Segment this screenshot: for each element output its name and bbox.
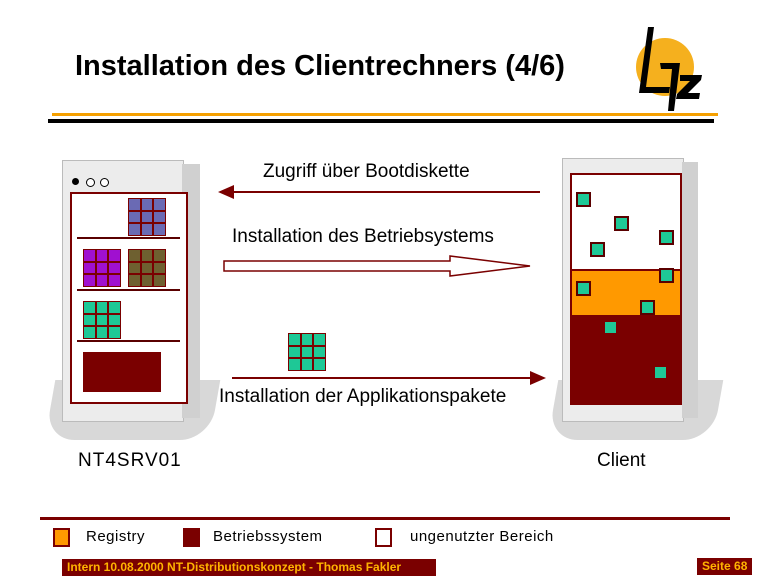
legend-divider [40,517,730,520]
package-square [640,300,655,315]
package-square [590,242,605,257]
legend-swatch-registry [53,528,70,547]
client-label: Client [597,450,646,471]
page-number: Seite 68 [697,558,753,575]
arrow-right-icon [232,371,546,385]
footer-info: Intern 10.08.2000 NT-Distributionskonzep… [62,559,436,576]
arrow-label-os: Installation des Betriebsystems [232,226,494,247]
package-square [614,216,629,231]
arrow-label-apps: Installation der Applikationspakete [219,386,507,407]
slide-title: Installation des Clientrechners (4/6) [75,50,565,82]
hollow-arrow-right-icon [223,255,531,277]
legend-swatch-unused [375,528,392,547]
title-underline-orange [52,113,718,116]
server-label: NT4SRV01 [78,450,182,471]
lrz-logo [630,25,710,115]
legend-swatch-os [183,528,200,547]
package-square [659,230,674,245]
package-green [83,301,121,339]
legend-label-os: Betriebssystem [213,528,323,545]
arrow-left-icon [218,185,540,199]
title-underline-black [48,119,714,123]
package-olive [128,249,166,287]
package-green-transfer [288,333,326,371]
package-square [653,365,668,380]
package-blue [128,198,166,236]
package-square [576,192,591,207]
arrow-label-boot: Zugriff über Bootdiskette [263,161,470,182]
package-square [659,268,674,283]
legend-label-registry: Registry [86,528,146,545]
package-square [576,281,591,296]
server-os-block [83,352,161,392]
package-square [603,320,618,335]
legend-label-unused: ungenutzter Bereich [410,528,554,545]
client-os-area [572,315,680,403]
package-purple [83,249,121,287]
